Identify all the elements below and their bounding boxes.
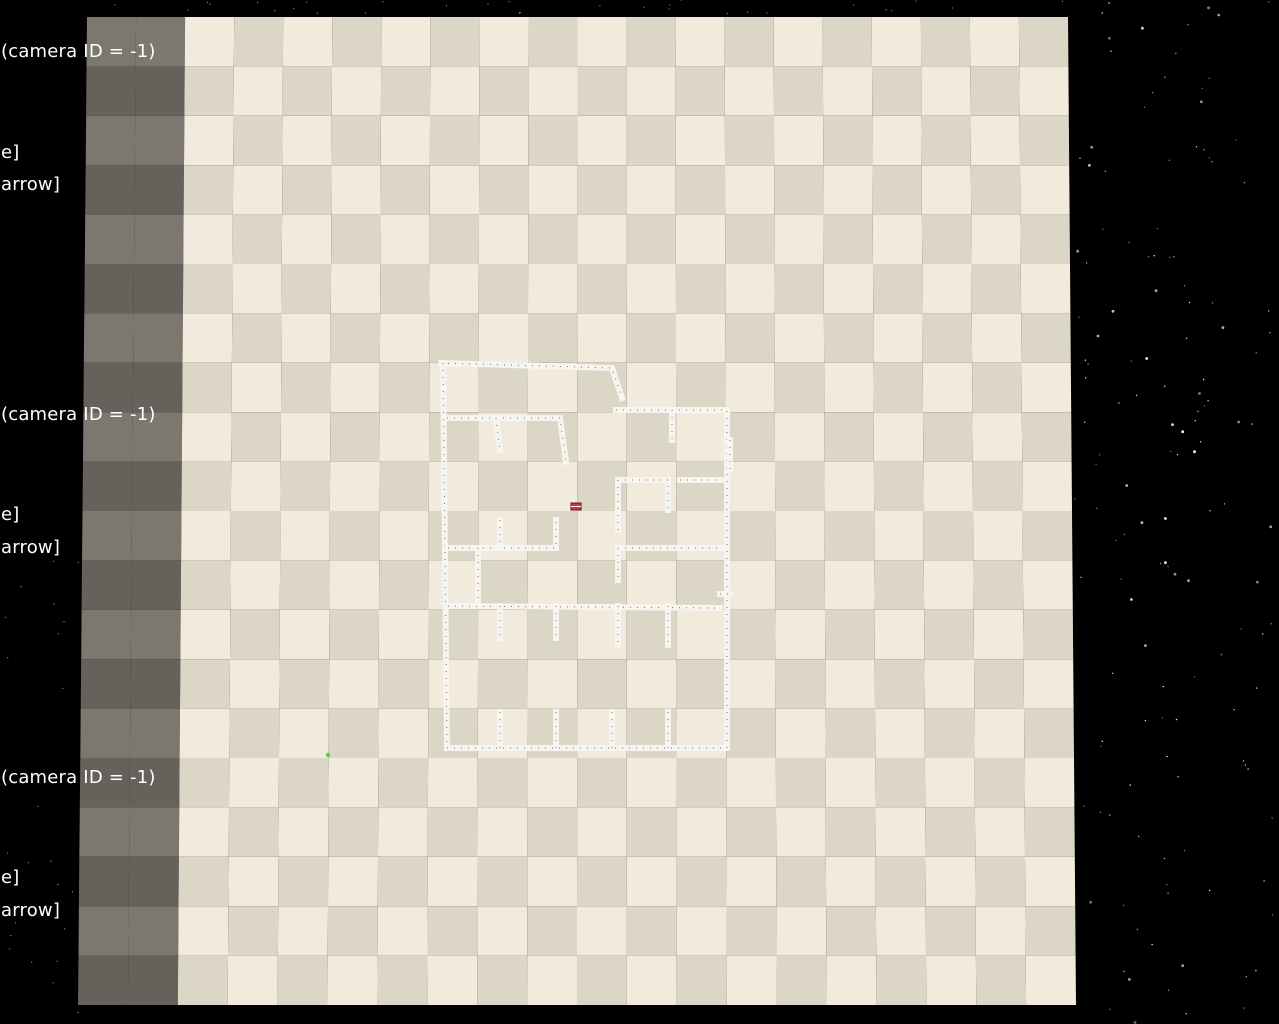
overlay-hint-label: e] [1,142,20,163]
overlay-hint-label: e] [1,504,20,525]
overlay-arrow-label: arrow] [1,900,61,921]
overlay-hint-label: e] [1,867,20,888]
robot-marker [570,502,582,511]
overlay-arrow-label: arrow] [1,537,61,558]
camera-id-label: (camera ID = -1) [1,767,156,788]
overlay-arrow-label: arrow] [1,174,61,195]
goal-marker [325,752,331,758]
maze-walls [437,359,733,752]
camera-id-label: (camera ID = -1) [1,41,156,62]
camera-id-label: (camera ID = -1) [1,404,156,425]
